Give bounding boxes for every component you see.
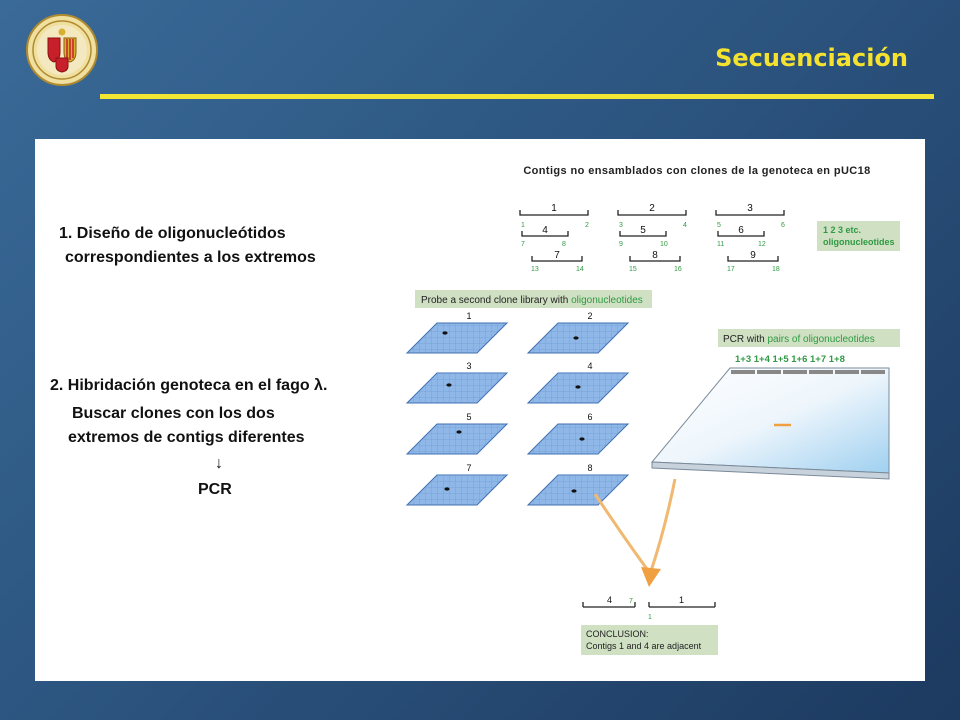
clone-number: 6 <box>738 225 744 236</box>
clone-end-label: 7 <box>521 241 525 248</box>
clone-end-label: 8 <box>562 241 566 248</box>
positive-clone-dot <box>579 437 585 441</box>
positive-clone-dot <box>442 331 448 335</box>
clone-end-label: 11 <box>717 241 724 248</box>
clone-end-label: 16 <box>674 266 682 273</box>
filter-number: 5 <box>466 412 471 422</box>
clone-number: 8 <box>652 250 658 261</box>
conclusion-box <box>581 625 718 655</box>
clone-end-label: 18 <box>772 266 780 273</box>
oligo-end-label: 6 <box>781 222 785 229</box>
oligo-end-label: 2 <box>585 222 589 229</box>
filter-number: 2 <box>587 311 592 321</box>
result-end-right: 1 <box>648 614 652 621</box>
oligo-end-label: 3 <box>619 222 623 229</box>
conclusion-contigs: 4 7 1 1 <box>582 595 716 621</box>
filter-grid-lines <box>407 373 507 403</box>
pcr-lanes-label: 1+3 1+4 1+5 1+6 1+7 1+8 <box>735 354 845 365</box>
down-arrow-icon: ↓ <box>215 455 223 472</box>
filter-grid-lines <box>407 475 507 505</box>
filter-number: 3 <box>466 361 471 371</box>
clone-end-label: 15 <box>629 266 637 273</box>
step1-line1: 1. Diseño de oligonucleótidos <box>59 225 286 242</box>
contig-bar <box>617 210 687 216</box>
filter-grid-lines <box>528 424 628 454</box>
title-underline <box>100 94 934 99</box>
clone-number: 9 <box>750 250 756 261</box>
filter-grid-lines <box>407 424 507 454</box>
oligo-end-label: 4 <box>683 222 687 229</box>
result-end-left: 7 <box>629 598 633 605</box>
result-arrowhead <box>641 567 661 587</box>
step1-line2: correspondientes a los extremos <box>65 249 316 266</box>
clone-number: 4 <box>542 225 548 236</box>
conclusion-title: CONCLUSION: <box>586 629 649 639</box>
positive-clone-dot <box>444 487 450 491</box>
clone-end-label: 13 <box>531 266 539 273</box>
figure-caption: Contigs no ensamblados con clones de la … <box>523 165 870 177</box>
step2-line2: Buscar clones con los dos <box>72 405 275 422</box>
contig-number: 2 <box>649 203 655 214</box>
filter-grid-lines <box>407 323 507 353</box>
positive-clone-dot <box>573 336 579 340</box>
clone-end-label: 9 <box>619 241 623 248</box>
step2-line1: 2. Hibridación genoteca en el fago λ. <box>50 377 328 394</box>
clone-end-label: 17 <box>727 266 735 273</box>
contig-number: 1 <box>551 203 557 214</box>
content-panel: 1. Diseño de oligonucleótidos correspond… <box>35 139 925 681</box>
filter-number: 7 <box>466 463 471 473</box>
contig-bar <box>715 210 785 216</box>
filter-number: 4 <box>587 361 592 371</box>
clone-bar <box>531 256 583 262</box>
oligo-numbers: 1 2 3 etc. <box>823 225 861 235</box>
result-contig-left: 4 <box>607 595 612 605</box>
contig-sequencing-diagram: Contigs no ensamblados con clones de la … <box>405 165 900 655</box>
arrow-curve-left <box>593 493 649 570</box>
step2-line3: extremos de contigs diferentes <box>68 429 305 446</box>
clone-bar <box>619 231 667 237</box>
filter-grid: 1 2 3 4 5 6 7 8 <box>405 311 630 506</box>
clone-end-label: 10 <box>660 241 668 248</box>
clone-number: 5 <box>640 225 646 236</box>
clone-end-label: 14 <box>576 266 584 273</box>
clone-bar <box>717 231 765 237</box>
pcr-box <box>718 329 900 347</box>
clone-end-label: 12 <box>758 241 766 248</box>
positive-clone-dot <box>446 383 452 387</box>
clone-number: 7 <box>554 250 560 261</box>
positive-clone-dot <box>575 385 581 389</box>
probe-text: Probe a second clone library with oligon… <box>421 295 643 306</box>
gel-front <box>651 461 890 480</box>
filter-number: 1 <box>466 311 471 321</box>
probe-box <box>415 290 652 308</box>
oligo-end-label: 1 <box>521 222 525 229</box>
oligo-end-label: 5 <box>717 222 721 229</box>
clone-bar <box>629 256 681 262</box>
filter-number: 8 <box>587 463 592 473</box>
slide-title: Secuenciación <box>715 44 908 72</box>
result-contig-right: 1 <box>679 595 684 605</box>
contig-bar <box>519 210 589 216</box>
gel-top <box>650 367 890 474</box>
clone-bar <box>727 256 779 262</box>
positive-clone-dot <box>571 489 577 493</box>
pcr-label: PCR <box>198 481 232 498</box>
filter-grid-lines <box>528 475 628 505</box>
university-seal-logo <box>26 14 98 86</box>
positive-clone-dot <box>456 430 462 434</box>
contig-number: 3 <box>747 203 753 214</box>
pcr-box-text: PCR with pairs of oligonucleotides <box>723 334 875 345</box>
arrow-curve-right <box>649 478 677 572</box>
clone-bar <box>521 231 569 237</box>
oligo-box <box>817 221 900 251</box>
oligo-label: oligonucleotides <box>823 237 895 247</box>
filter-number: 6 <box>587 412 592 422</box>
conclusion-text: Contigs 1 and 4 are adjacent <box>586 641 702 651</box>
gel-wells <box>731 370 885 374</box>
